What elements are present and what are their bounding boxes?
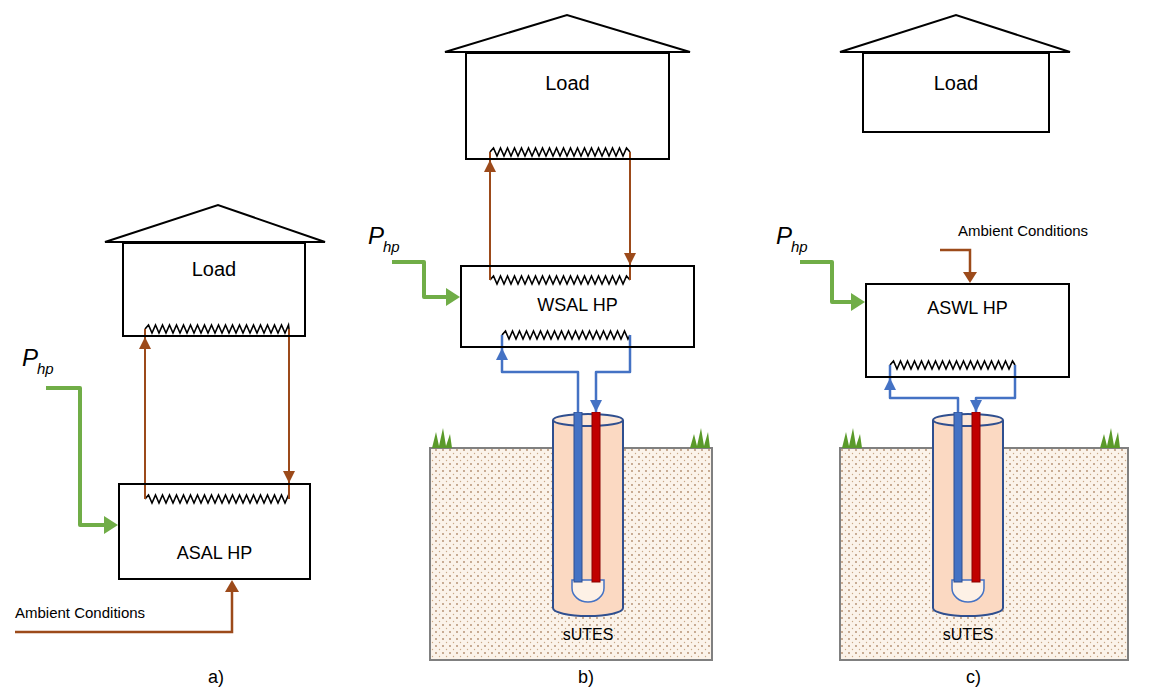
panel-label: c) (966, 667, 981, 688)
pipe-connector (890, 378, 958, 412)
power-arrow (46, 262, 853, 525)
heat-exchanger-coil (502, 331, 630, 339)
heat-pump-box: WSAL HP (460, 265, 695, 348)
heat-exchanger-coil (145, 495, 289, 503)
power-symbol: P (776, 222, 792, 250)
pipe-connector (629, 160, 631, 265)
load-house: Load (465, 52, 670, 160)
power-arrowhead (104, 288, 865, 534)
heat-exchanger-coil (490, 276, 630, 284)
panel-label: a) (208, 667, 224, 688)
power-symbol: P (368, 222, 384, 250)
pipe-connector (288, 337, 290, 483)
power-subscript: hp (791, 238, 808, 255)
power-subscript: hp (383, 238, 400, 255)
heat-exchanger-coil (145, 325, 289, 333)
heat-exchanger-coil (890, 361, 1015, 369)
node-label: Load (467, 72, 668, 95)
heat-pump-box: ASWL HP (865, 283, 1070, 378)
storage-borehole: sUTES (928, 412, 1008, 652)
borehole-cylinder (928, 412, 1008, 624)
house-roof (840, 15, 1070, 52)
grass-tuft (432, 428, 1120, 448)
node-label: Load (124, 258, 304, 281)
node-label: ASWL HP (867, 298, 1068, 319)
pipe-connector (976, 378, 1015, 412)
pipe-connector (144, 337, 146, 483)
ambient-label: Ambient Conditions (958, 222, 1088, 239)
storage-borehole: sUTES (548, 412, 628, 652)
heat-pump-box: ASAL HP (118, 483, 311, 580)
ambient-label: Ambient Conditions (15, 604, 145, 621)
node-label: sUTES (928, 626, 1008, 644)
pipe-connector (502, 348, 578, 412)
panel-label: b) (578, 667, 594, 688)
power-symbol: P (22, 344, 38, 372)
pipe-connector (489, 160, 491, 265)
ambient-arrow (15, 250, 970, 632)
node-label: ASAL HP (120, 543, 309, 564)
house-roof (445, 15, 690, 52)
node-label: WSAL HP (462, 295, 693, 316)
house-roof (105, 205, 325, 242)
load-house: Load (862, 52, 1050, 133)
node-label: Load (864, 72, 1048, 95)
node-label: sUTES (548, 626, 628, 644)
pipe-connector (596, 348, 630, 412)
borehole-cylinder (548, 412, 628, 624)
power-subscript: hp (37, 360, 54, 377)
heat-exchanger-coil (490, 148, 630, 156)
load-house: Load (122, 242, 306, 337)
